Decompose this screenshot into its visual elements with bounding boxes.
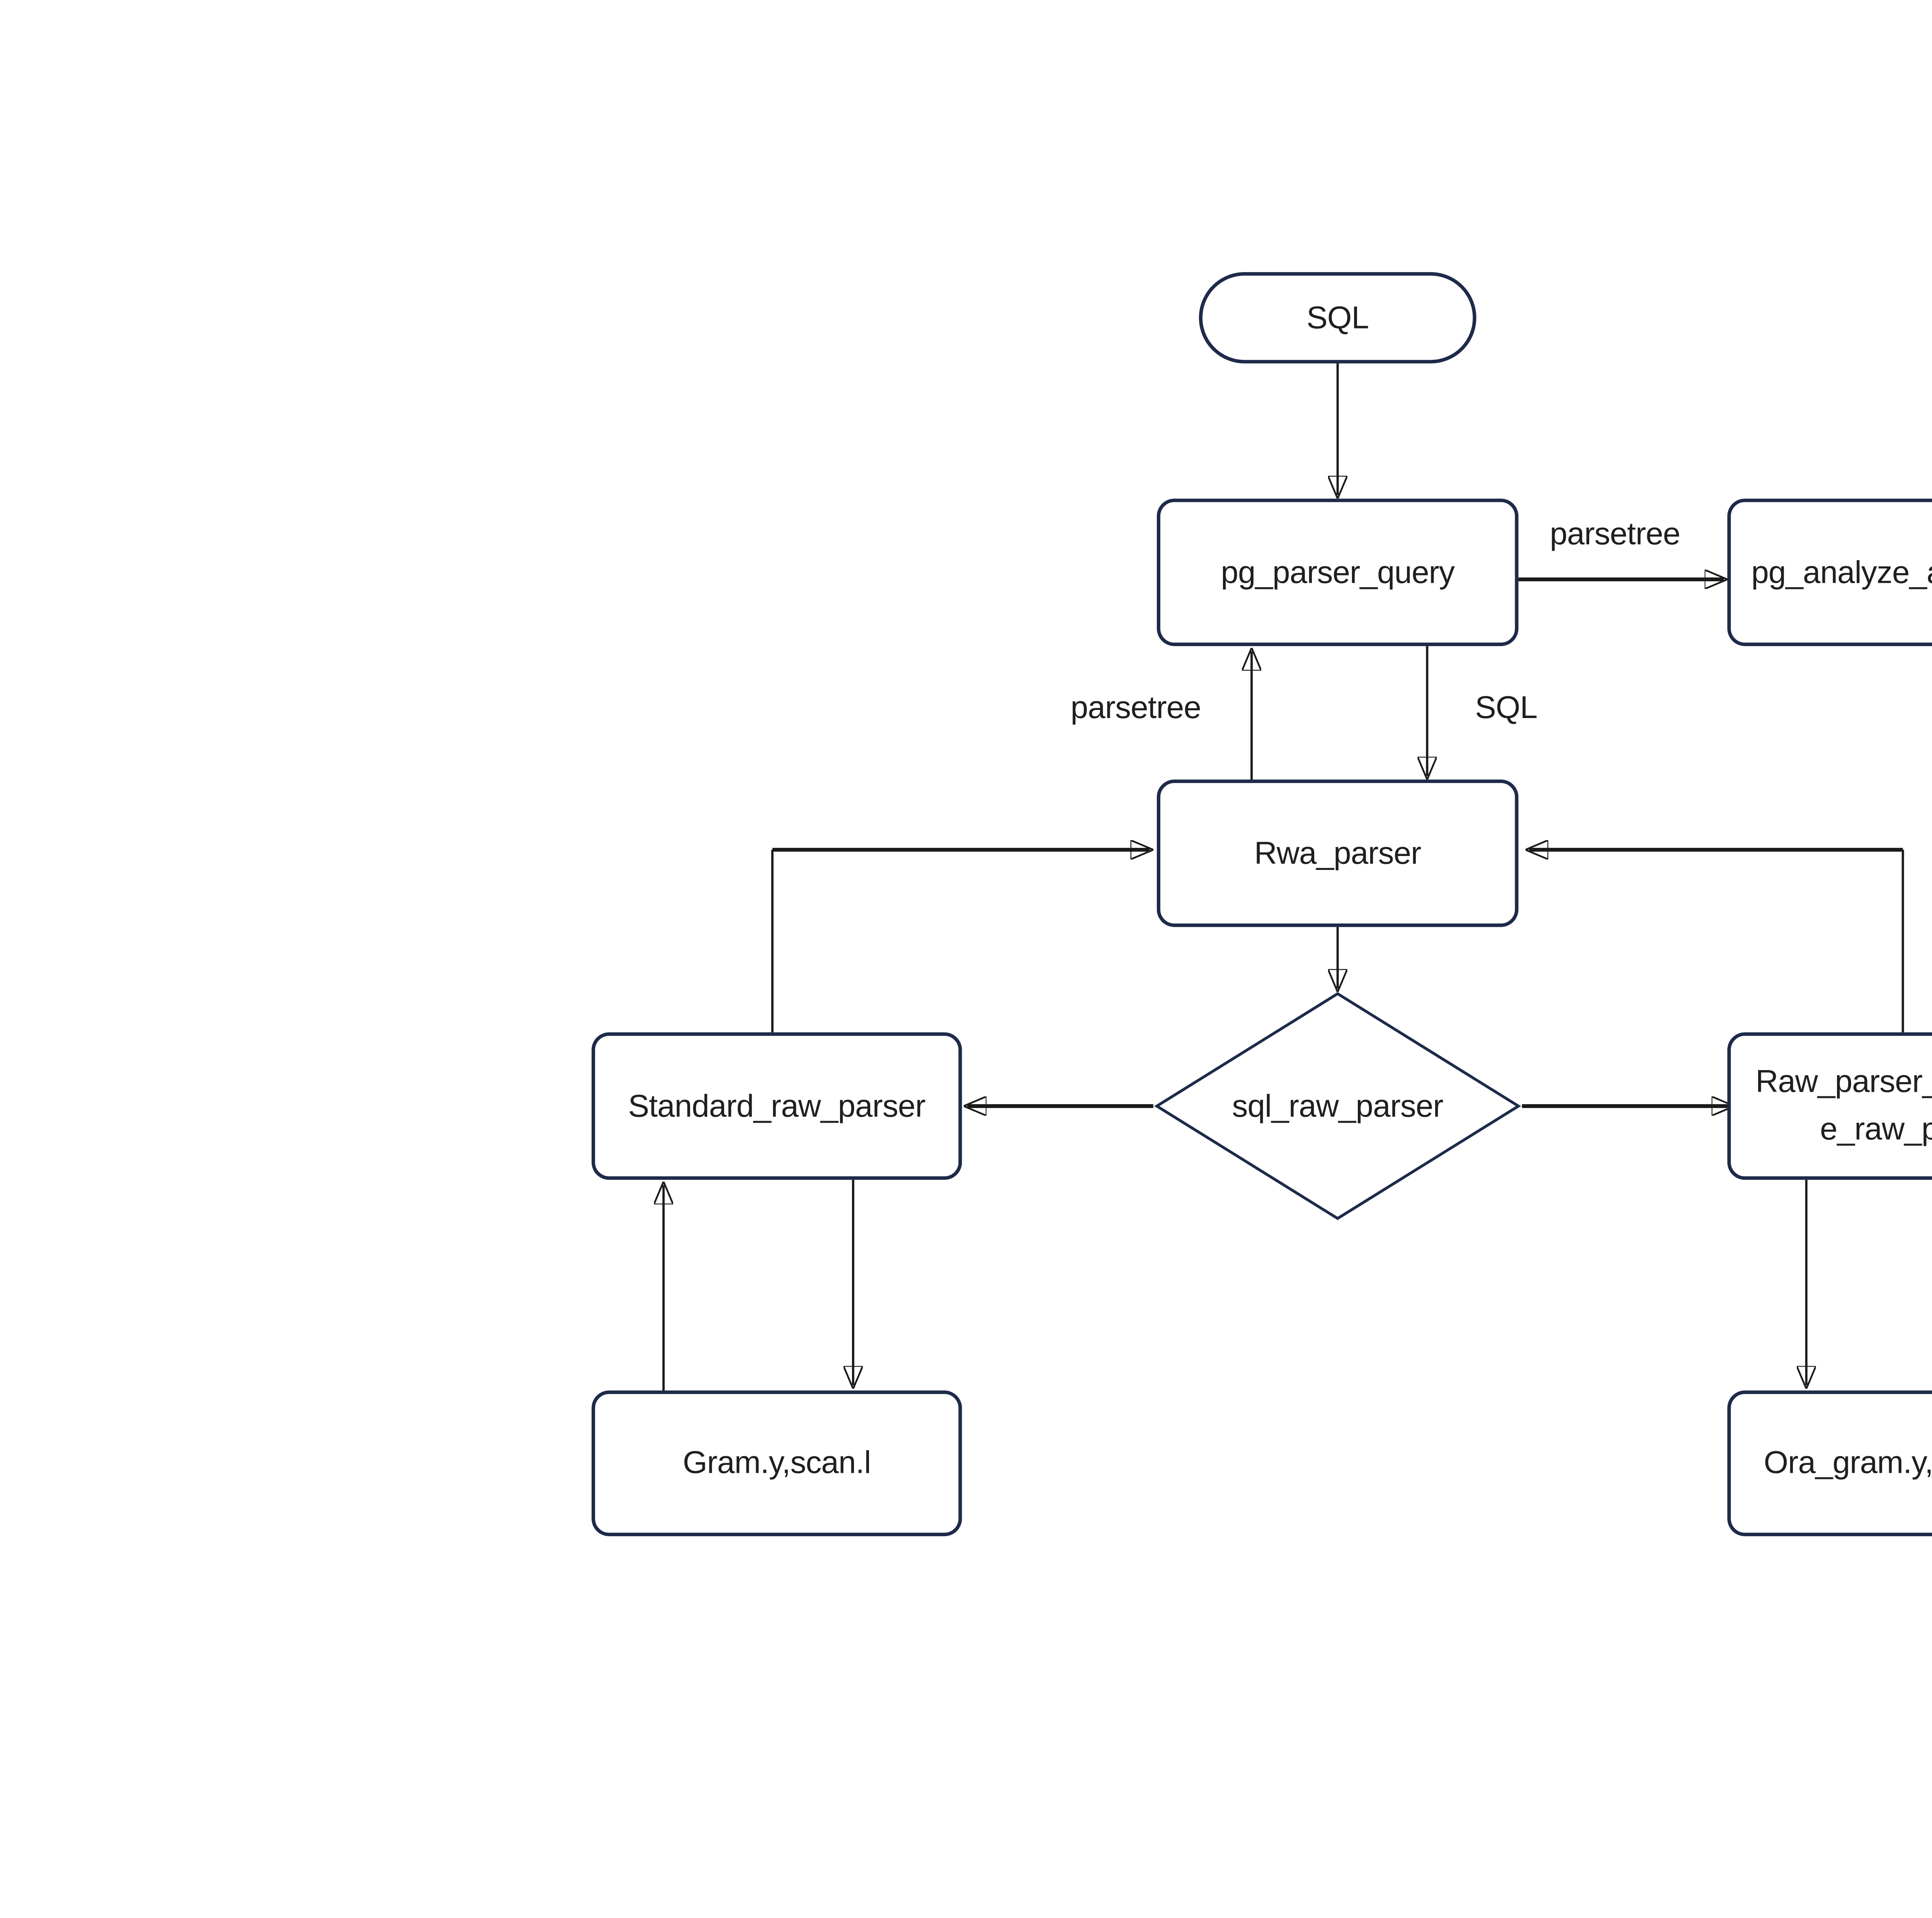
node-raw-parser-hook-label: Raw_parser_hook(oracle_raw_parser): [1755, 1064, 1932, 1147]
node-ora-gram-scan-label: Ora_gram.y,ora_scan.l: [1764, 1445, 1932, 1480]
node-pg-parser-query: pg_parser_query: [1156, 499, 1519, 646]
node-gram-scan: Gram.y,scan.l: [591, 1390, 962, 1537]
node-sql-input: SQL: [1199, 272, 1476, 364]
edge-label-sql-down: SQL: [1475, 690, 1537, 725]
edge-label-parsetree-top: parsetree: [1549, 516, 1680, 551]
node-sql-input-label: SQL: [1306, 299, 1369, 335]
node-raw-parser-hook: Raw_parser_hook(oracle_raw_parser): [1727, 1032, 1932, 1180]
edge-raw-parser-hook-to-rwa-parser: [1529, 850, 1904, 1033]
node-sql-raw-parser-label: sql_raw_parser: [1232, 1087, 1444, 1123]
edge-standard-raw-parser-to-rwa-parser: [771, 850, 1150, 1033]
node-gram-scan-label: Gram.y,scan.l: [683, 1445, 871, 1480]
node-rwa-parser-label: Rwa_parser: [1254, 835, 1422, 870]
node-ora-gram-scan: Ora_gram.y,ora_scan.l: [1727, 1390, 1932, 1537]
node-sql-raw-parser: sql_raw_parser: [1153, 992, 1522, 1220]
node-rwa-parser: Rwa_parser: [1156, 779, 1519, 927]
node-pg-parser-query-label: pg_parser_query: [1221, 554, 1455, 589]
node-standard-raw-parser-label: Standard_raw_parser: [628, 1087, 926, 1123]
node-pg-analyze-and-rewrite-label: pg_analyze_and_rewrite: [1751, 554, 1932, 589]
edge-label-parsetree-left: parsetree: [1070, 690, 1201, 725]
diamond-shape: [1154, 992, 1521, 1220]
node-pg-analyze-and-rewrite: pg_analyze_and_rewrite: [1727, 499, 1932, 646]
node-standard-raw-parser: Standard_raw_parser: [591, 1032, 962, 1180]
